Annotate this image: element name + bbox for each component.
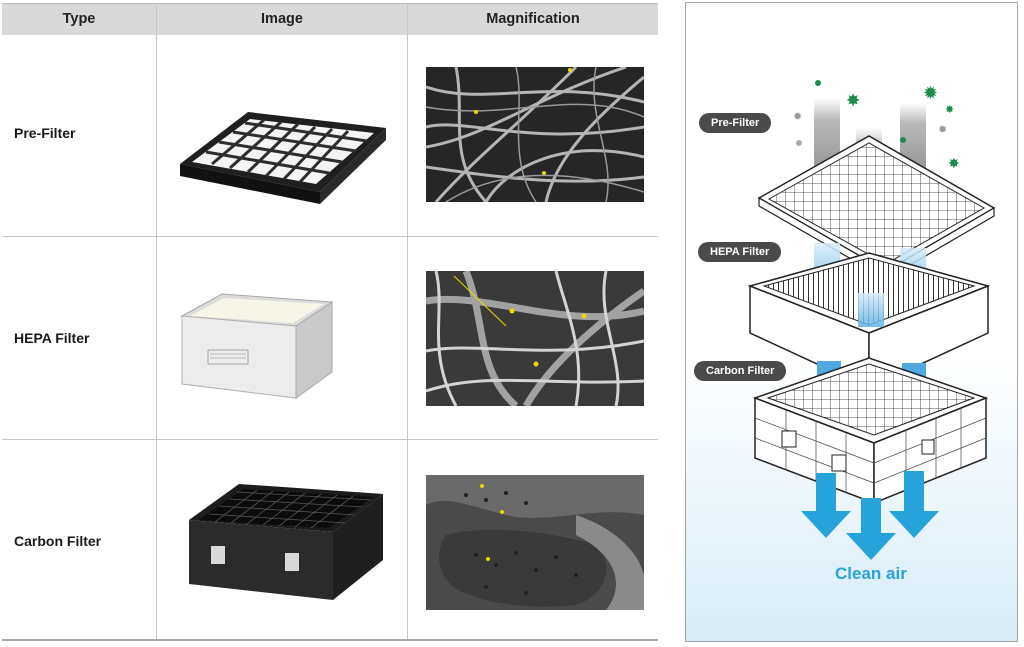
svg-text:✹: ✹ bbox=[793, 110, 802, 123]
down-arrow-icon bbox=[801, 473, 851, 538]
table-row: Carbon Filter bbox=[2, 440, 658, 639]
carbon-filter-layer bbox=[752, 357, 989, 505]
row-type-label: Carbon Filter bbox=[14, 533, 102, 549]
hepa-filter-photo bbox=[180, 293, 334, 399]
svg-text:✹: ✹ bbox=[938, 123, 947, 136]
column-divider bbox=[156, 3, 157, 641]
hepa-filter-magnification bbox=[426, 271, 644, 406]
row-type-label: Pre-Filter bbox=[14, 125, 76, 141]
hepa-filter-label: HEPA Filter bbox=[698, 242, 782, 262]
svg-text:✸: ✸ bbox=[945, 103, 954, 116]
pre-filter-magnification bbox=[426, 67, 644, 202]
svg-text:✹: ✹ bbox=[923, 83, 938, 104]
header-type: Type bbox=[62, 11, 96, 27]
header-image: Image bbox=[261, 11, 303, 27]
down-arrow-icon bbox=[889, 471, 939, 538]
carbon-filter-photo bbox=[189, 484, 383, 600]
table-row: HEPA Filter bbox=[2, 237, 658, 440]
filter-stack-illustration: ✸ ✹ ✸ ✸ ✹ ✹ ✹ bbox=[747, 80, 996, 560]
pre-filter-label: Pre-Filter bbox=[699, 113, 772, 133]
column-divider bbox=[407, 3, 408, 641]
down-arrow-icon bbox=[846, 498, 896, 560]
svg-text:✸: ✸ bbox=[846, 91, 860, 111]
clean-air-arrows bbox=[801, 471, 939, 560]
svg-text:✸: ✸ bbox=[948, 156, 960, 172]
table-row: Pre-Filter bbox=[2, 34, 658, 237]
header-magnification: Magnification bbox=[486, 11, 580, 27]
filter-comparison-table: Type Image Magnification Pre-Filter bbox=[2, 3, 658, 641]
filtration-diagram: ✸ ✹ ✸ ✸ ✹ ✹ ✹ bbox=[685, 2, 1018, 642]
table-bottom-border bbox=[2, 639, 658, 641]
row-type-label: HEPA Filter bbox=[14, 330, 90, 346]
filtered-air-stream bbox=[858, 293, 884, 327]
pre-filter-photo bbox=[180, 112, 386, 204]
clean-air-label: Clean air bbox=[835, 564, 907, 583]
table-header: Type Image Magnification bbox=[2, 3, 658, 35]
carbon-filter-label: Carbon Filter bbox=[694, 361, 787, 381]
carbon-filter-magnification bbox=[426, 475, 644, 610]
